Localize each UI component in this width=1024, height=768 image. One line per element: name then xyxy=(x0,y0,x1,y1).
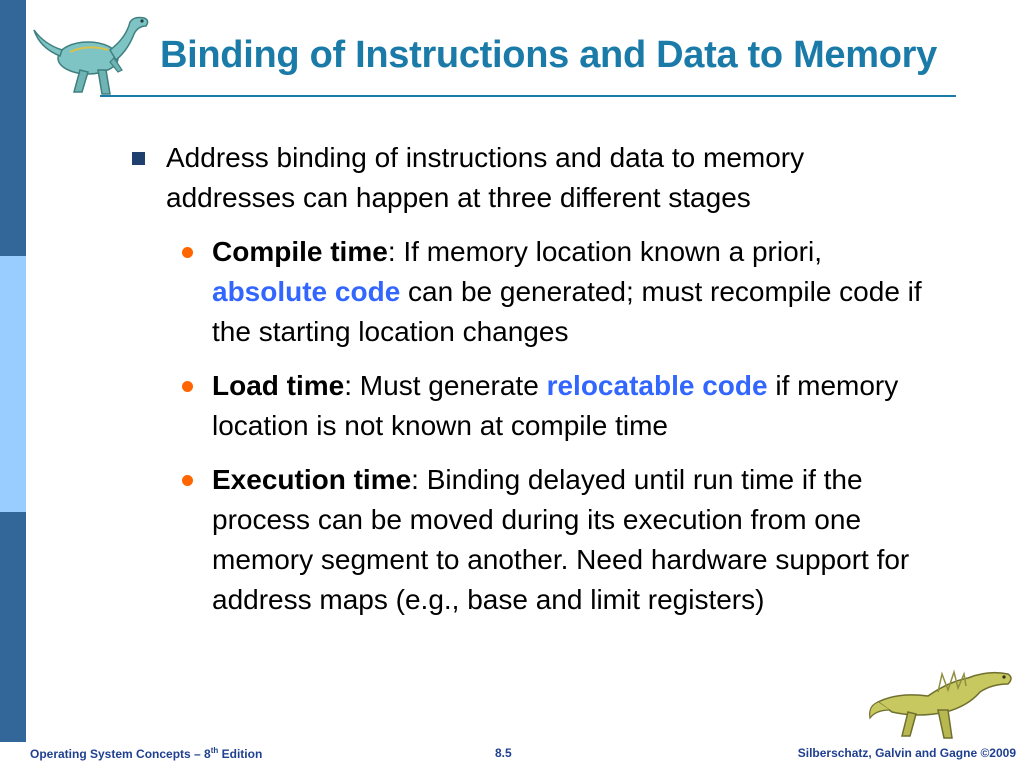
term-colon: : xyxy=(411,464,419,495)
footer-copyright: Silberschatz, Galvin and Gagne ©2009 xyxy=(797,746,1016,760)
left-stripe-top xyxy=(0,0,26,256)
sub-bullet-text: Must generate xyxy=(352,370,547,401)
sub-bullet-text: Binding delayed until run time if the pr… xyxy=(212,464,910,615)
slide-content: Address binding of instructions and data… xyxy=(130,138,950,620)
dinosaur-icon xyxy=(869,669,1012,739)
highlight-absolute-code: absolute code xyxy=(212,276,401,307)
sub-bullet-compile-time: Compile time: If memory location known a… xyxy=(180,232,932,352)
dinosaur-icon xyxy=(33,16,149,95)
sub-bullet-text: can be generated; must recompile code if… xyxy=(212,276,922,347)
term-colon: : xyxy=(344,370,353,401)
highlight-relocatable-code: relocatable code xyxy=(546,370,768,401)
bullet-text: Address binding of instructions and data… xyxy=(166,142,805,213)
term-load-time: Load time xyxy=(212,370,345,401)
sub-bullet-execution-time: Execution time: Binding delayed until ru… xyxy=(180,460,932,620)
left-stripe-middle xyxy=(0,256,26,512)
sub-bullet-text: If memory location known a priori, xyxy=(395,236,822,267)
sub-bullet-text: if memory location is not known at compi… xyxy=(212,370,899,441)
round-bullet-icon xyxy=(182,381,193,392)
term-compile-time: Compile time xyxy=(212,236,388,267)
round-bullet-icon xyxy=(182,475,193,486)
title-divider xyxy=(100,95,956,97)
term-colon: : xyxy=(387,236,396,267)
sub-bullet-load-time: Load time: Must generate relocatable cod… xyxy=(180,366,932,446)
slide-title: Binding of Instructions and Data to Memo… xyxy=(160,34,937,76)
footer-book-title: Operating System Concepts – 8th Edition xyxy=(30,746,263,761)
bullet-item: Address binding of instructions and data… xyxy=(130,138,926,218)
square-bullet-icon xyxy=(132,152,145,165)
left-stripe-bottom xyxy=(0,512,26,742)
footer-slide-number: 8.5 xyxy=(495,746,512,760)
term-execution-time: Execution time xyxy=(212,464,412,495)
round-bullet-icon xyxy=(182,247,193,258)
